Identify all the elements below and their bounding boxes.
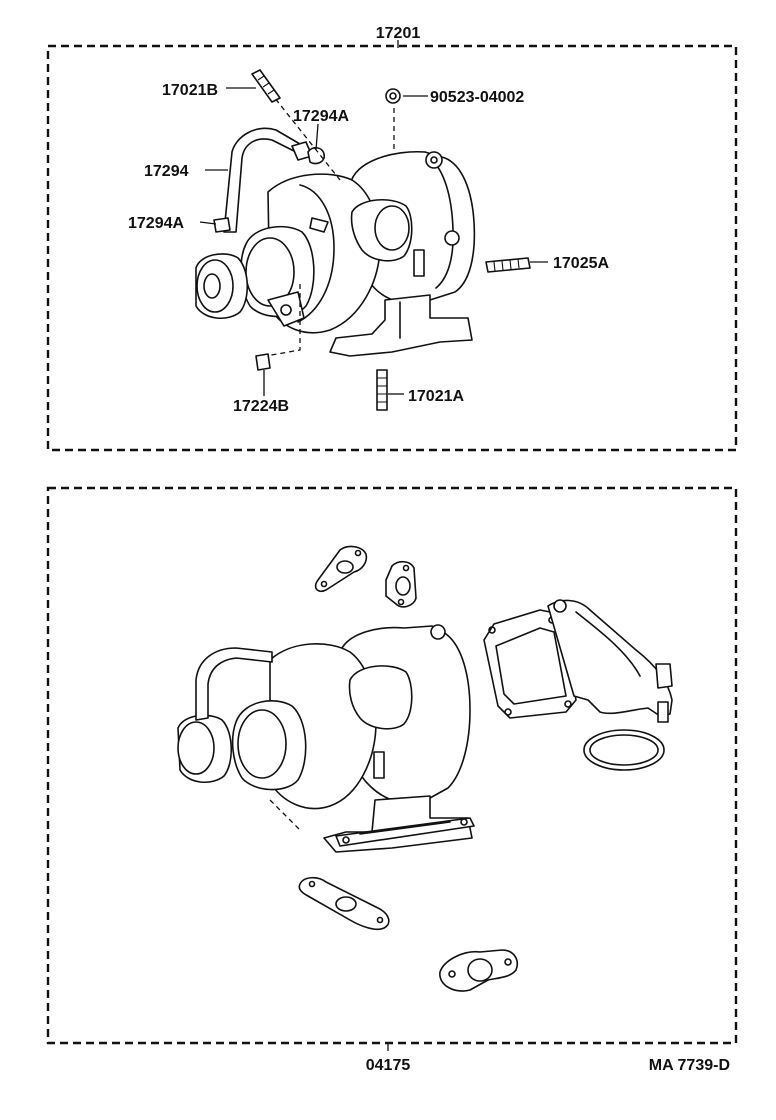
gasket-kit-section: 04175 [46,486,738,1074]
assembly-frame [46,44,738,452]
label-17021B: 17021B [162,82,218,99]
kit-number-label: 04175 [366,1057,411,1074]
label-17294A-left: 17294A [128,215,184,232]
assembly-section: 17201 [46,25,738,452]
label-90523-04002: 90523-04002 [430,89,524,106]
label-17294A-top: 17294A [293,108,349,125]
gasket-kit-drawing [177,545,673,992]
turbocharger-assembly-drawing [195,69,531,411]
assembly-number-label: 17201 [376,25,421,42]
drawing-code: MA 7739-D [649,1057,730,1074]
gasket-kit-frame [46,486,738,1045]
label-17021A: 17021A [408,388,464,405]
label-17294: 17294 [144,163,189,180]
label-17224B: 17224B [233,398,289,415]
label-17025A: 17025A [553,255,609,272]
